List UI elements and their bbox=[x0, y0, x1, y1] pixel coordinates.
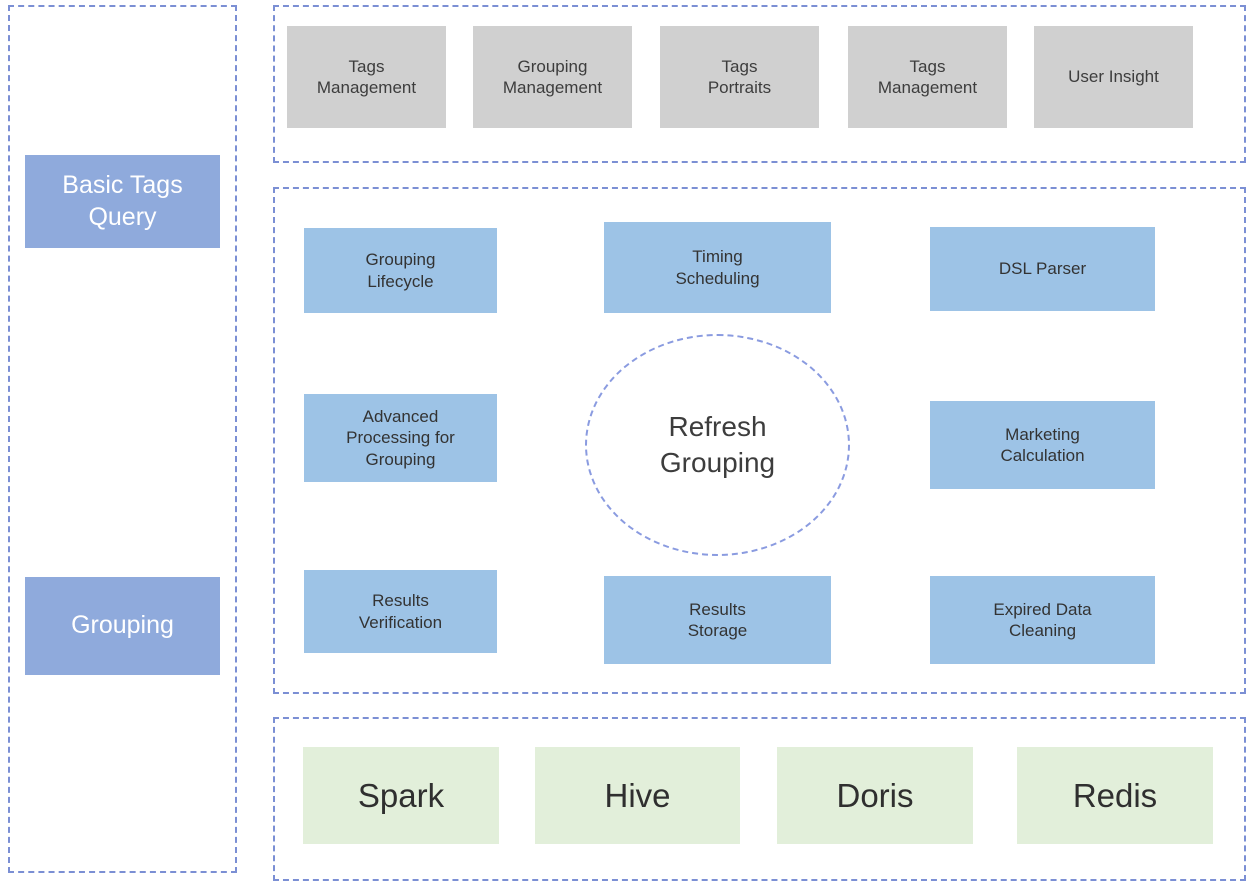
capability-box-marketing-calculation[interactable]: Marketing Calculation bbox=[930, 401, 1155, 489]
stage-grouping[interactable]: Grouping bbox=[25, 577, 220, 675]
app-box-tags-portraits[interactable]: Tags Portraits bbox=[660, 26, 819, 128]
storage-box-doris[interactable]: Doris bbox=[777, 747, 973, 844]
app-box-tags-management-2[interactable]: Tags Management bbox=[848, 26, 1007, 128]
storage-box-spark[interactable]: Spark bbox=[303, 747, 499, 844]
capability-box-timing-scheduling[interactable]: Timing Scheduling bbox=[604, 222, 831, 313]
stage-basic-tags-query[interactable]: Basic Tags Query bbox=[25, 155, 220, 248]
capability-box-results-storage[interactable]: Results Storage bbox=[604, 576, 831, 664]
sidebar-region bbox=[8, 5, 237, 873]
storage-box-redis[interactable]: Redis bbox=[1017, 747, 1213, 844]
storage-box-hive[interactable]: Hive bbox=[535, 747, 740, 844]
capability-box-expired-data-cleaning[interactable]: Expired Data Cleaning bbox=[930, 576, 1155, 664]
refresh-grouping-circle[interactable]: Refresh Grouping bbox=[585, 334, 850, 556]
app-box-user-insight[interactable]: User Insight bbox=[1034, 26, 1193, 128]
capability-box-results-verification[interactable]: Results Verification bbox=[304, 570, 497, 653]
app-box-tags-management-1[interactable]: Tags Management bbox=[287, 26, 446, 128]
app-box-grouping-management[interactable]: Grouping Management bbox=[473, 26, 632, 128]
capability-box-advanced-processing-for-grouping[interactable]: Advanced Processing for Grouping bbox=[304, 394, 497, 482]
capability-box-grouping-lifecycle[interactable]: Grouping Lifecycle bbox=[304, 228, 497, 313]
capability-box-dsl-parser[interactable]: DSL Parser bbox=[930, 227, 1155, 311]
